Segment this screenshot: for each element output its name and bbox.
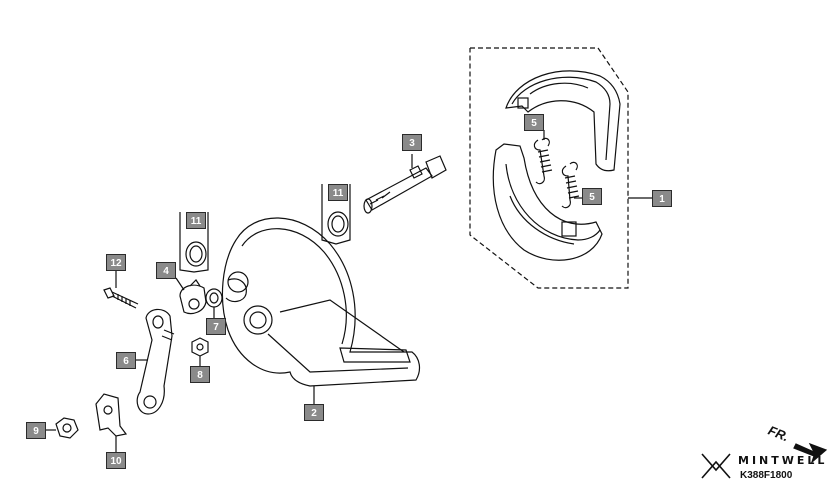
part-code: K388F1800 (740, 470, 793, 481)
callout-2[interactable]: 2 (304, 404, 324, 421)
leader-4 (175, 277, 185, 291)
brand-logo-icon (701, 453, 731, 479)
brake-cam-shaft (363, 155, 447, 214)
callout-5a[interactable]: 5 (524, 114, 544, 131)
brake-arm (136, 308, 175, 415)
brake-shoe-upper (505, 70, 621, 172)
oil-seal-2 (321, 184, 351, 245)
callout-12[interactable]: 12 (106, 254, 126, 271)
shoe-assembly-bracket (469, 47, 629, 289)
washer (205, 288, 223, 308)
oil-seal-1 (179, 212, 209, 273)
callout-9[interactable]: 9 (26, 422, 46, 439)
callout-6[interactable]: 6 (116, 352, 136, 369)
spring-right (561, 161, 580, 209)
callout-4[interactable]: 4 (156, 262, 176, 279)
callout-7[interactable]: 7 (206, 318, 226, 335)
nut-9 (55, 417, 79, 439)
brake-panel (221, 217, 421, 387)
callout-11a[interactable]: 11 (186, 212, 206, 229)
stopper-bracket (95, 393, 128, 437)
spring-left (533, 137, 553, 185)
callout-8[interactable]: 8 (190, 366, 210, 383)
callout-3[interactable]: 3 (402, 134, 422, 151)
callout-10[interactable]: 10 (106, 452, 126, 469)
front-arrow-icon (793, 442, 828, 464)
callout-5b[interactable]: 5 (582, 188, 602, 205)
callout-1[interactable]: 1 (652, 190, 672, 207)
nut-8 (191, 337, 209, 357)
brake-shoe-lower (492, 143, 603, 261)
wear-indicator-plate (179, 279, 207, 315)
brand-name: MINTWELL (738, 454, 828, 467)
callout-11b[interactable]: 11 (328, 184, 348, 201)
bolt (103, 287, 139, 309)
